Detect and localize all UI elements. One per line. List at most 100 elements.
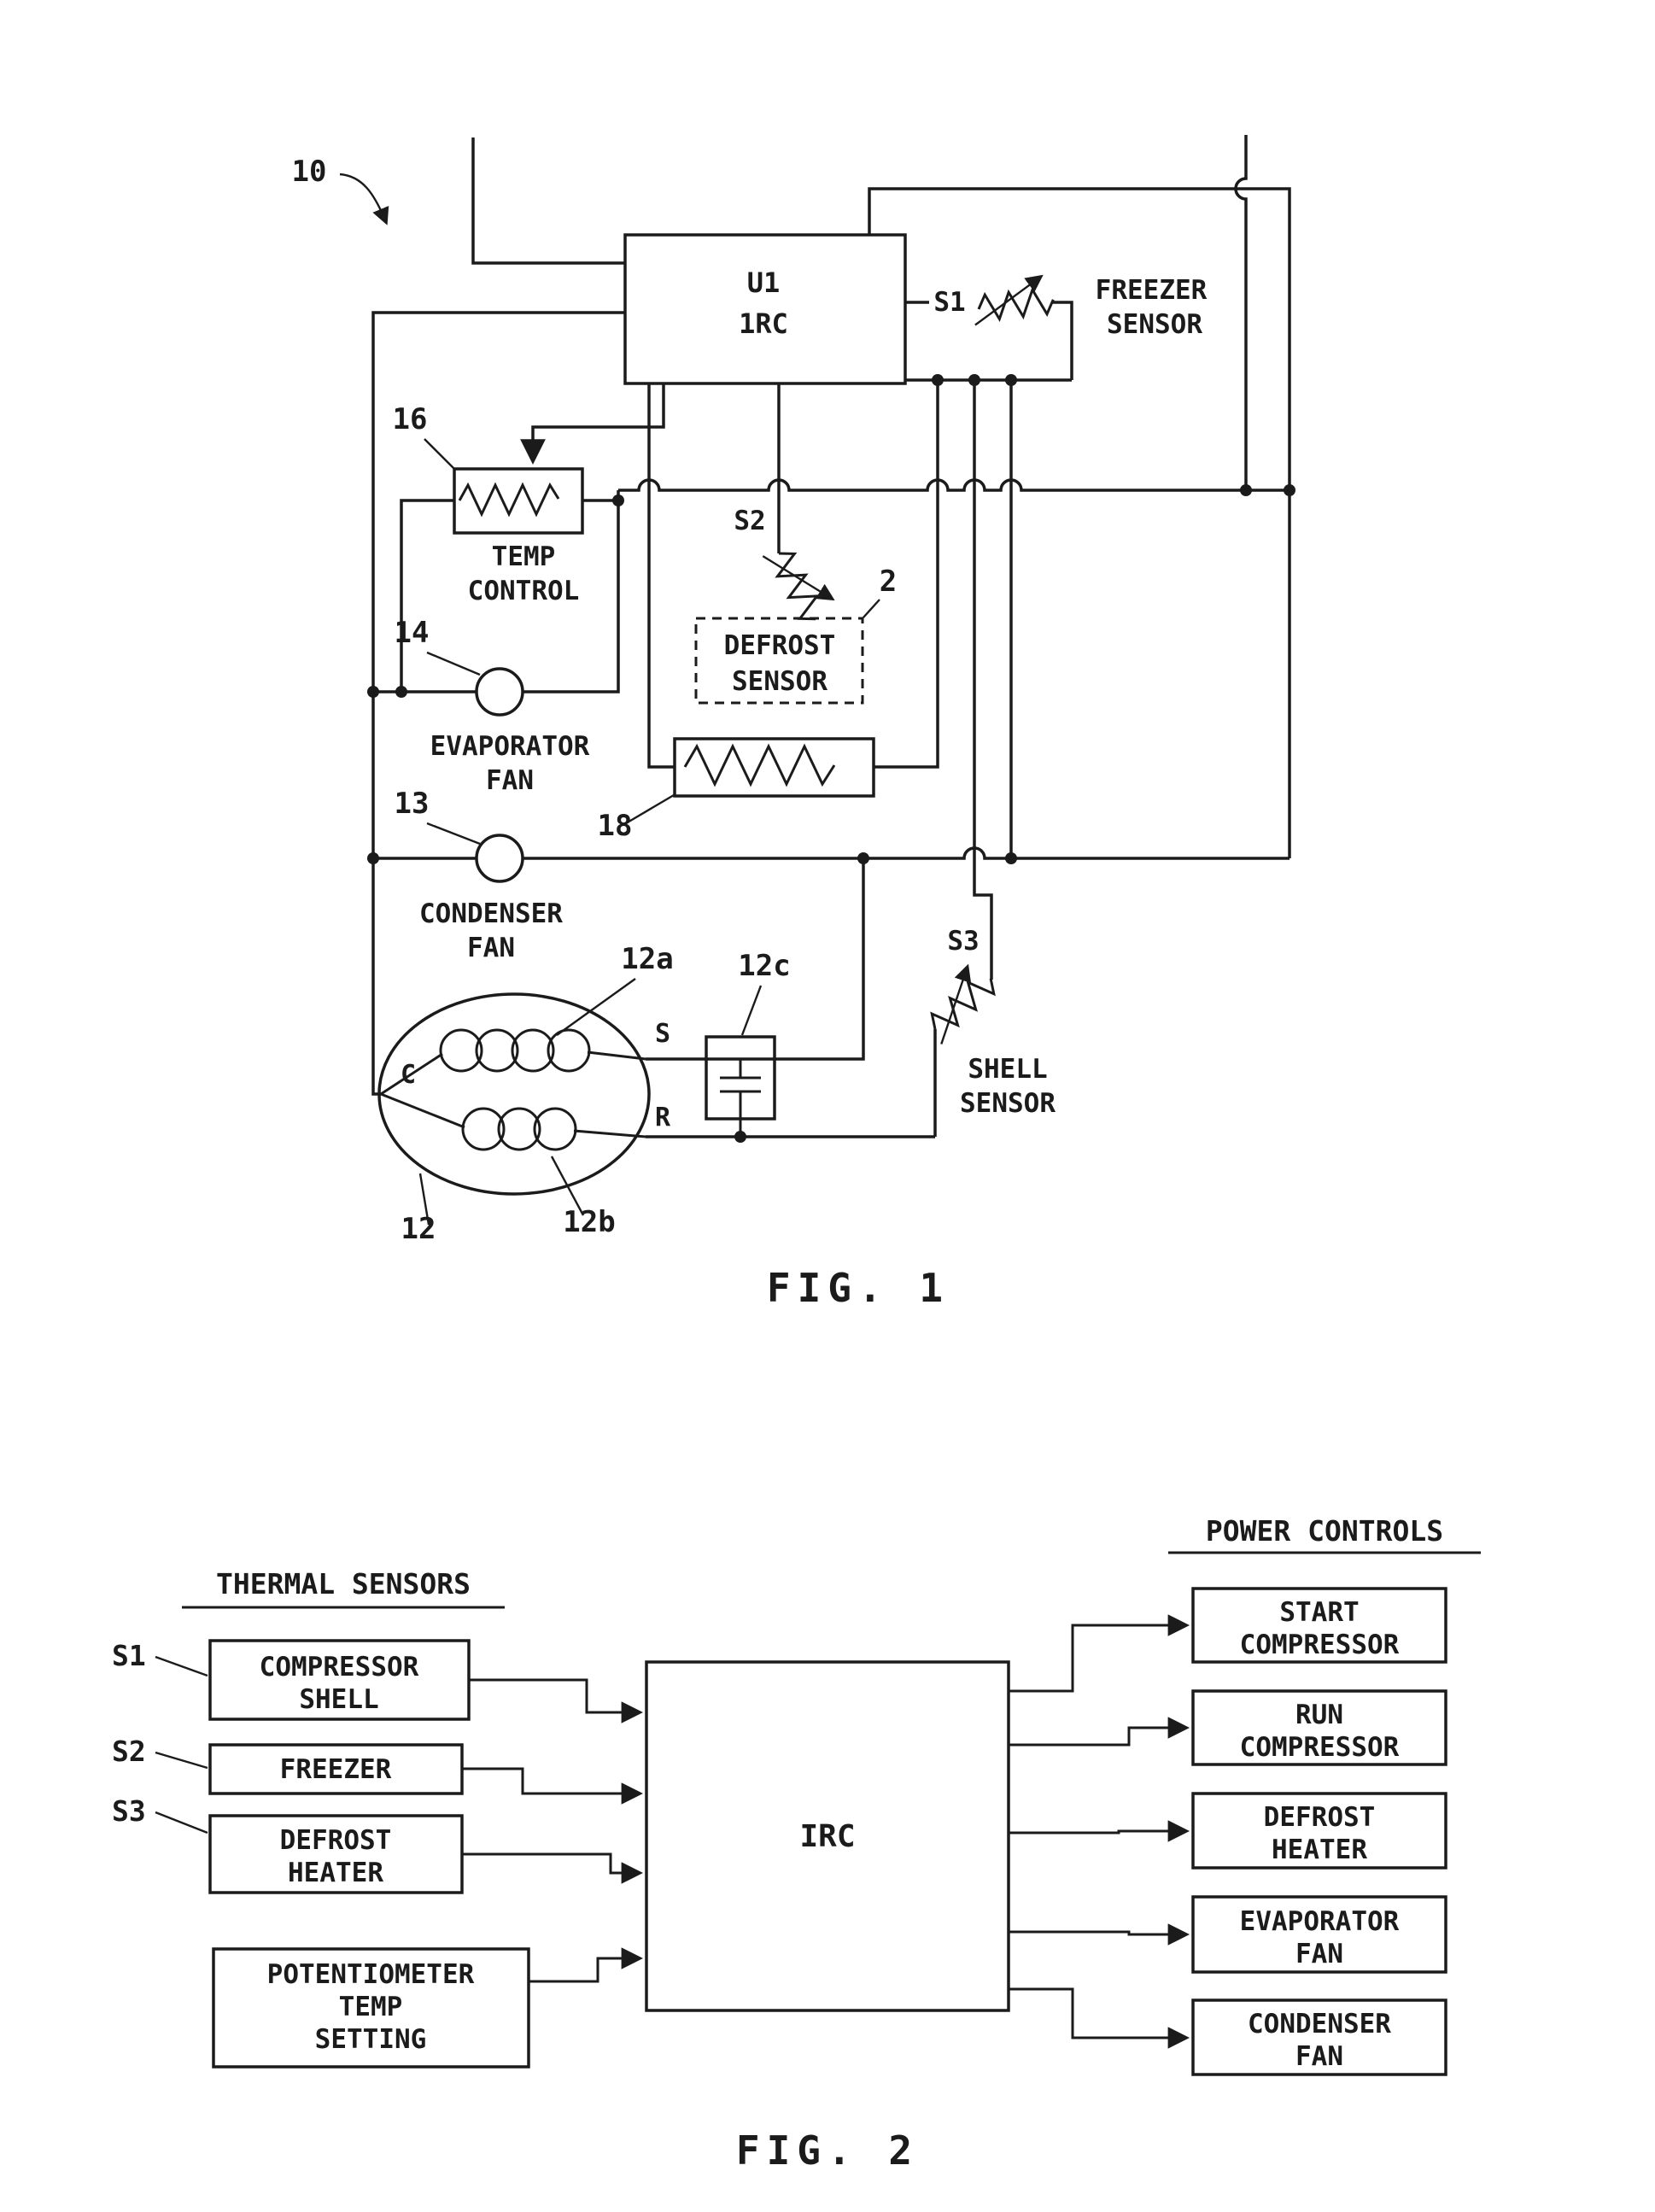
fig2-s2-label: S2 bbox=[112, 1735, 146, 1768]
arrow-input-2 bbox=[462, 1767, 644, 1805]
irc-label: IRC bbox=[799, 1819, 855, 1854]
input-defrost-heater-line2: HEATER bbox=[288, 1858, 383, 1888]
arrow-output-2 bbox=[1009, 1717, 1190, 1747]
junction-dot bbox=[1240, 484, 1252, 496]
fig2-s2-leader bbox=[155, 1751, 208, 1770]
power-controls-heading: POWER CONTROLS bbox=[1206, 1514, 1443, 1548]
input-potentiometer-line2: TEMP bbox=[339, 1992, 403, 2022]
junction-dot bbox=[932, 374, 944, 386]
output-run-compressor-line2: COMPRESSOR bbox=[1240, 1732, 1400, 1763]
defrost-heater-resistor-box bbox=[673, 737, 875, 798]
shell-sensor-label-line1: SHELL bbox=[968, 1054, 1047, 1085]
u1-label-line1: U1 bbox=[747, 266, 781, 299]
ref-2-label: 2 bbox=[880, 565, 897, 599]
freezer-sensor-label-line1: FREEZER bbox=[1096, 275, 1208, 306]
coil-loop bbox=[497, 1107, 541, 1151]
fig1-circuit-diagram: 10 U1 1RC S1 FREEZER SENSOR 16 bbox=[292, 135, 1295, 1311]
output-condenser-fan-line1: CONDENSER bbox=[1248, 2009, 1391, 2039]
s3-label: S3 bbox=[947, 926, 979, 957]
output-box-start-compressor bbox=[1191, 1587, 1447, 1664]
wire-coil-to-r bbox=[573, 1129, 646, 1138]
wire-c-to-start-coil bbox=[380, 1052, 443, 1096]
defrost-sensor-label-line2: SENSOR bbox=[732, 666, 828, 697]
ref-10-arrow bbox=[339, 173, 389, 225]
ref-12a-label: 12a bbox=[621, 942, 673, 976]
junction-dot bbox=[367, 686, 379, 698]
u1-controller-box bbox=[623, 233, 907, 385]
s1-thermistor-icon bbox=[974, 274, 1055, 326]
coil-loop bbox=[511, 1028, 555, 1073]
ref-12b-label: 12b bbox=[563, 1205, 615, 1239]
output-start-compressor-line1: START bbox=[1279, 1597, 1359, 1628]
terminal-s-label: S bbox=[655, 1019, 670, 1049]
ref-14-leader bbox=[426, 651, 481, 676]
ref-2-leader bbox=[863, 599, 880, 618]
input-compressor-shell-line1: COMPRESSOR bbox=[260, 1652, 419, 1682]
coil-loop bbox=[533, 1107, 577, 1151]
defrost-sensor-dashed-box bbox=[694, 617, 864, 705]
wire-supply-left bbox=[471, 138, 625, 265]
output-evaporator-fan-line1: EVAPORATOR bbox=[1240, 1906, 1400, 1937]
output-condenser-fan-line2: FAN bbox=[1295, 2041, 1343, 2072]
wire-drop-b bbox=[973, 380, 993, 980]
output-evaporator-fan-line2: FAN bbox=[1295, 1939, 1343, 1969]
temp-control-resistor-box bbox=[453, 467, 584, 535]
temp-control-label-line1: TEMP bbox=[492, 541, 556, 572]
junction-dot bbox=[857, 852, 869, 864]
junction-dot bbox=[612, 494, 624, 506]
ref-16-leader bbox=[424, 438, 455, 470]
u1-label-line2: 1RC bbox=[739, 307, 788, 340]
wire-right-bus bbox=[868, 187, 1291, 858]
s2-thermistor-icon bbox=[762, 552, 835, 621]
junction-dot bbox=[968, 374, 980, 386]
junction-dot bbox=[1284, 484, 1295, 496]
input-potentiometer-line3: SETTING bbox=[315, 2024, 427, 2055]
input-defrost-heater-line1: DEFROST bbox=[280, 1825, 392, 1856]
terminal-r-label: R bbox=[655, 1103, 671, 1132]
temp-control-zigzag-icon bbox=[458, 482, 560, 518]
junction-dot bbox=[367, 852, 379, 864]
wire-supply-right bbox=[1234, 135, 1248, 490]
fig2-s3-label: S3 bbox=[112, 1794, 146, 1828]
arrow-output-1 bbox=[1009, 1614, 1190, 1693]
wire-drop-a bbox=[874, 380, 939, 769]
compressor-shell-ellipse bbox=[377, 992, 651, 1196]
wire-mid-horizontal bbox=[618, 478, 1289, 492]
wire-temp-left bbox=[400, 499, 454, 692]
junction-dot bbox=[1005, 374, 1017, 386]
arrow-input-3 bbox=[462, 1852, 644, 1884]
condenser-fan-label-line2: FAN bbox=[467, 933, 515, 963]
s3-thermistor-icon bbox=[930, 963, 996, 1045]
arrow-output-4 bbox=[1009, 1923, 1190, 1946]
ref-12a-leader bbox=[556, 978, 636, 1036]
junction-dot bbox=[395, 686, 407, 698]
output-box-run-compressor bbox=[1191, 1689, 1447, 1766]
ref-12-label: 12 bbox=[401, 1212, 436, 1246]
condenser-fan-motor-icon bbox=[475, 834, 524, 883]
junction-dot bbox=[1005, 852, 1017, 864]
ref-18-leader bbox=[625, 793, 675, 825]
temp-control-label-line2: CONTROL bbox=[468, 576, 580, 606]
irc-box bbox=[645, 1660, 1010, 2012]
evaporator-fan-label-line2: FAN bbox=[486, 765, 534, 796]
fig2-s1-leader bbox=[155, 1655, 208, 1677]
wire-c-to-run-coil bbox=[380, 1092, 465, 1129]
shell-sensor-label-line2: SENSOR bbox=[960, 1088, 1056, 1119]
ref-10-label: 10 bbox=[292, 155, 327, 189]
fig1-caption: FIG. 1 bbox=[767, 1265, 950, 1311]
wire-cap-riser bbox=[775, 858, 865, 1061]
wire-temp-chain bbox=[523, 490, 620, 693]
fig2-block-diagram: POWER CONTROLS THERMAL SENSORS S1 S2 S3 … bbox=[112, 1514, 1481, 2174]
ref-12c-leader bbox=[740, 985, 763, 1036]
fig2-s1-label: S1 bbox=[112, 1639, 146, 1672]
output-run-compressor-line1: RUN bbox=[1295, 1700, 1343, 1730]
wire-s1-right bbox=[1052, 301, 1073, 380]
ref-13-label: 13 bbox=[395, 787, 430, 821]
wire-cond-right bbox=[523, 846, 1289, 860]
ref-14-label: 14 bbox=[395, 616, 430, 650]
output-box-defrost-heater bbox=[1191, 1792, 1447, 1870]
evaporator-fan-label-line1: EVAPORATOR bbox=[430, 731, 590, 762]
defrost-heater-zigzag-icon bbox=[683, 743, 836, 787]
ref-18-label: 18 bbox=[598, 809, 633, 843]
